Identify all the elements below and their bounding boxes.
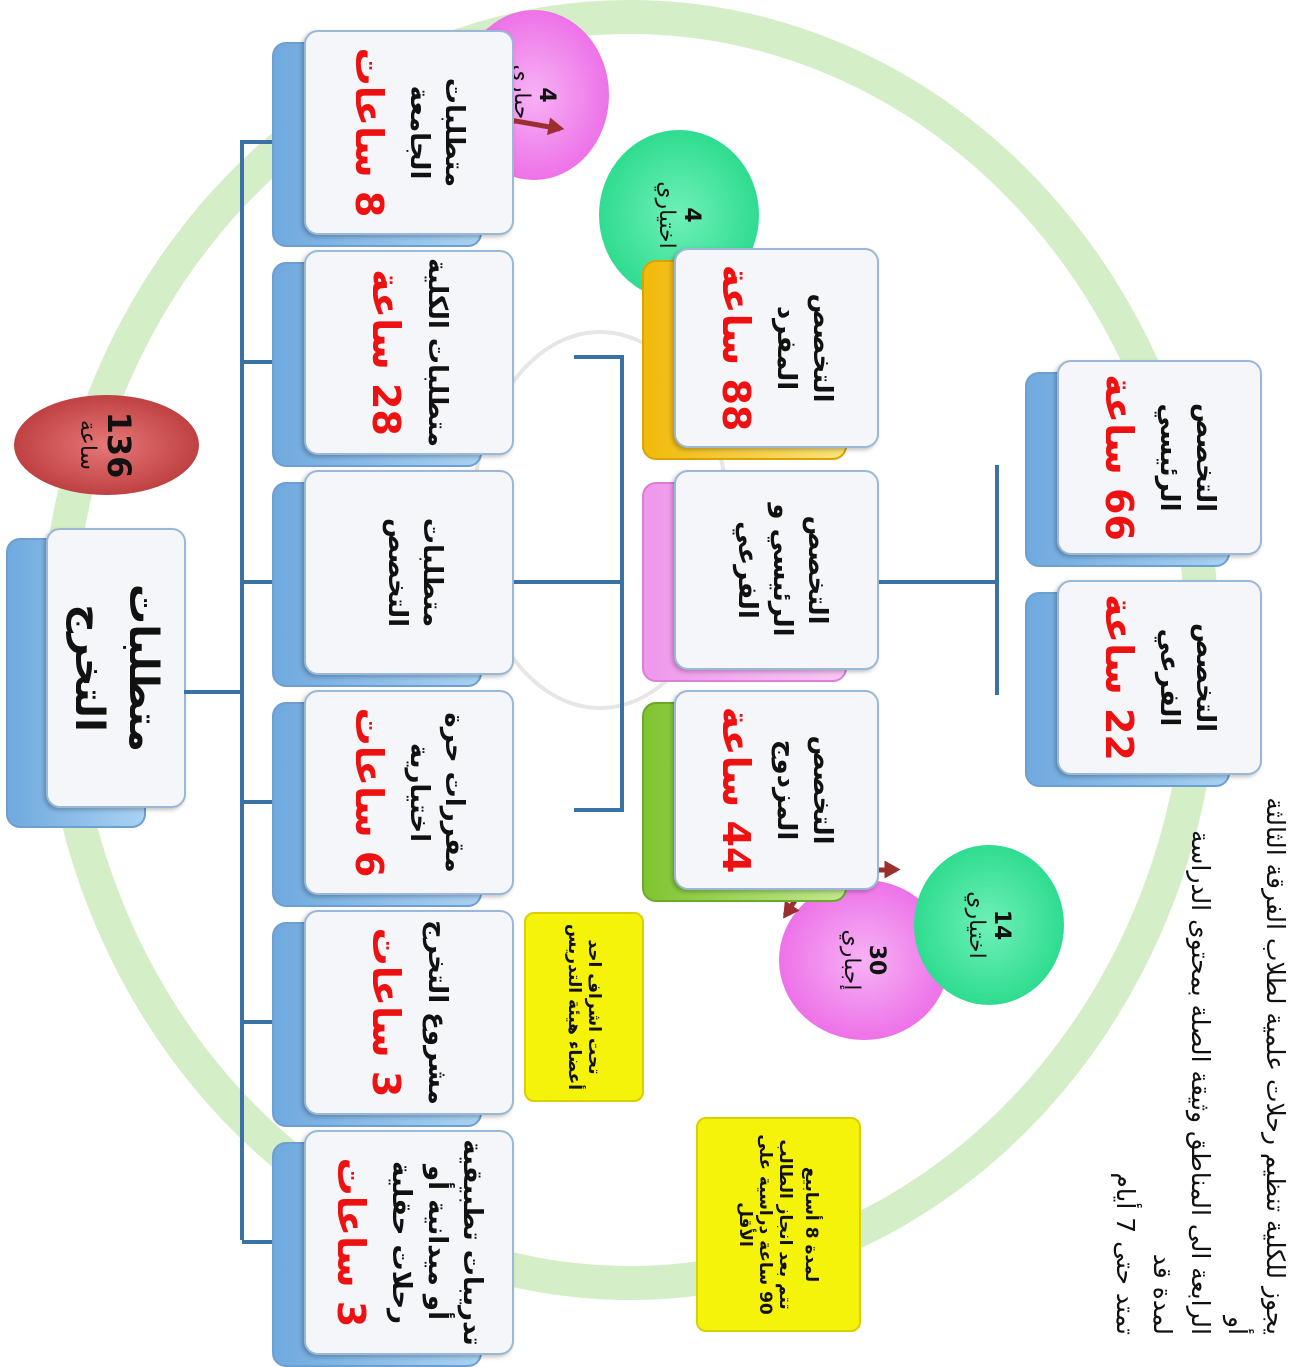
university-elective-label: اختياري xyxy=(654,181,679,249)
minor-specialization-box-hours: 22 ساعة xyxy=(1097,594,1142,761)
college-requirements-box-hours: 28 ساعة xyxy=(364,269,409,436)
minor-specialization-box: التخصص الفرعي 22 ساعة xyxy=(1057,580,1262,775)
title-box: متطلبات التخرج xyxy=(46,528,186,808)
total-hours-circle: 136 ساعة xyxy=(14,395,199,495)
diagram-title: متطلبات التخرج xyxy=(66,584,166,752)
university-mandatory-value: 4 xyxy=(534,87,559,103)
major-specialization-box-hours: 66 ساعة xyxy=(1097,374,1142,541)
project-note: تحت اشراف احد أعضاء هيئة التدريس xyxy=(524,912,644,1102)
footnote-line1: يجوز للكلية تنظيم رحلات علمية لطلاب الفر… xyxy=(1223,797,1291,1335)
double-specialization-box-label: التخصص المزدوج xyxy=(771,735,837,845)
field-training-box-hours: 3 ساعات xyxy=(329,1157,374,1328)
connector-trunk xyxy=(240,140,244,1240)
major-specialization-box-label: التخصص الرئيسي xyxy=(1154,402,1220,513)
major-minor-specialization-box-label: التخصص الرئيسي و الفرعي xyxy=(731,503,833,637)
connector-spec-right xyxy=(574,808,624,812)
footnote-line3: تمتد حتى 7 أيام xyxy=(1111,1172,1140,1335)
single-specialization-box: التخصص المفرد 88 ساعة xyxy=(674,248,879,448)
trips-footnote: يجوز للكلية تنظيم رحلات علمية لطلاب الفر… xyxy=(1107,790,1295,1335)
connector-spec-bar xyxy=(620,355,624,810)
double-specialization-box-hours: 44 ساعة xyxy=(714,706,759,874)
connector-spec-left xyxy=(574,355,624,359)
footnote-line2: الرابعة الى المناطق وثيقة الصلة بمحتوى ا… xyxy=(1148,830,1216,1335)
total-hours-unit: ساعة xyxy=(75,419,100,471)
graduation-project-box-hours: 3 ساعات xyxy=(364,927,409,1098)
specialization-requirements-box-label: متطلبات التخصص xyxy=(382,517,448,628)
minor-specialization-box-label: التخصص الفرعي xyxy=(1154,622,1220,733)
graduation-project-box: مشروع التخرج 3 ساعات xyxy=(304,910,514,1115)
connector-majorminor-v xyxy=(879,580,999,584)
total-hours-value: 136 xyxy=(100,411,138,479)
diagram-stage: متطلبات التخرج 136 ساعة 4 إجباري 4 اختيا… xyxy=(0,0,1304,1336)
university-requirements-box: متطلبات الجامعة 8 ساعات xyxy=(304,30,514,235)
double-elective-label: اختياري xyxy=(964,891,989,959)
training-note-line2: تتم بعد انجاز الطالب 90 ساعة دراسية على … xyxy=(735,1134,796,1315)
free-electives-box: مقررات حرة اختيارية 6 ساعات xyxy=(304,690,514,895)
major-specialization-box: التخصص الرئيسي 66 ساعة xyxy=(1057,360,1262,555)
training-note: لمدة 8 أسابيع تتم بعد انجاز الطالب 90 سا… xyxy=(696,1117,861,1332)
graduation-project-box-label: مشروع التخرج xyxy=(421,920,452,1105)
university-requirements-box-hours: 8 ساعات xyxy=(346,47,391,218)
double-specialization-box: التخصص المزدوج 44 ساعة xyxy=(674,690,879,890)
double-mandatory-value: 30 xyxy=(864,944,889,976)
double-elective-value: 14 xyxy=(989,909,1014,941)
double-elective-circle: 14 اختياري xyxy=(914,845,1064,1005)
connector-spec xyxy=(509,580,624,584)
major-minor-specialization-box: التخصص الرئيسي و الفرعي xyxy=(674,470,879,670)
university-requirements-box-label: متطلبات الجامعة xyxy=(404,77,470,188)
free-electives-box-label: مقررات حرة اختيارية xyxy=(404,712,470,873)
field-training-box: تدريبات تطبيقية أو ميدانية أو رحلات حقلي… xyxy=(304,1130,514,1355)
college-requirements-box: متطلبات الكلية 28 ساعة xyxy=(304,250,514,455)
double-mandatory-label: إجباري xyxy=(839,929,864,991)
single-specialization-box-label: التخصص المفرد xyxy=(771,293,837,403)
field-training-box-label: تدريبات تطبيقية أو ميدانية أو رحلات حقلي… xyxy=(386,1139,487,1346)
training-note-line1: لمدة 8 أسابيع xyxy=(801,1166,822,1283)
college-requirements-box-label: متطلبات الكلية xyxy=(421,258,452,447)
connector-title xyxy=(184,690,244,694)
university-elective-value: 4 xyxy=(679,207,704,223)
single-specialization-box-hours: 88 ساعة xyxy=(714,264,759,432)
specialization-requirements-box: متطلبات التخصص xyxy=(304,470,514,675)
free-electives-box-hours: 6 ساعات xyxy=(346,707,391,878)
project-note-text: تحت اشراف احد أعضاء هيئة التدريس xyxy=(564,923,604,1091)
